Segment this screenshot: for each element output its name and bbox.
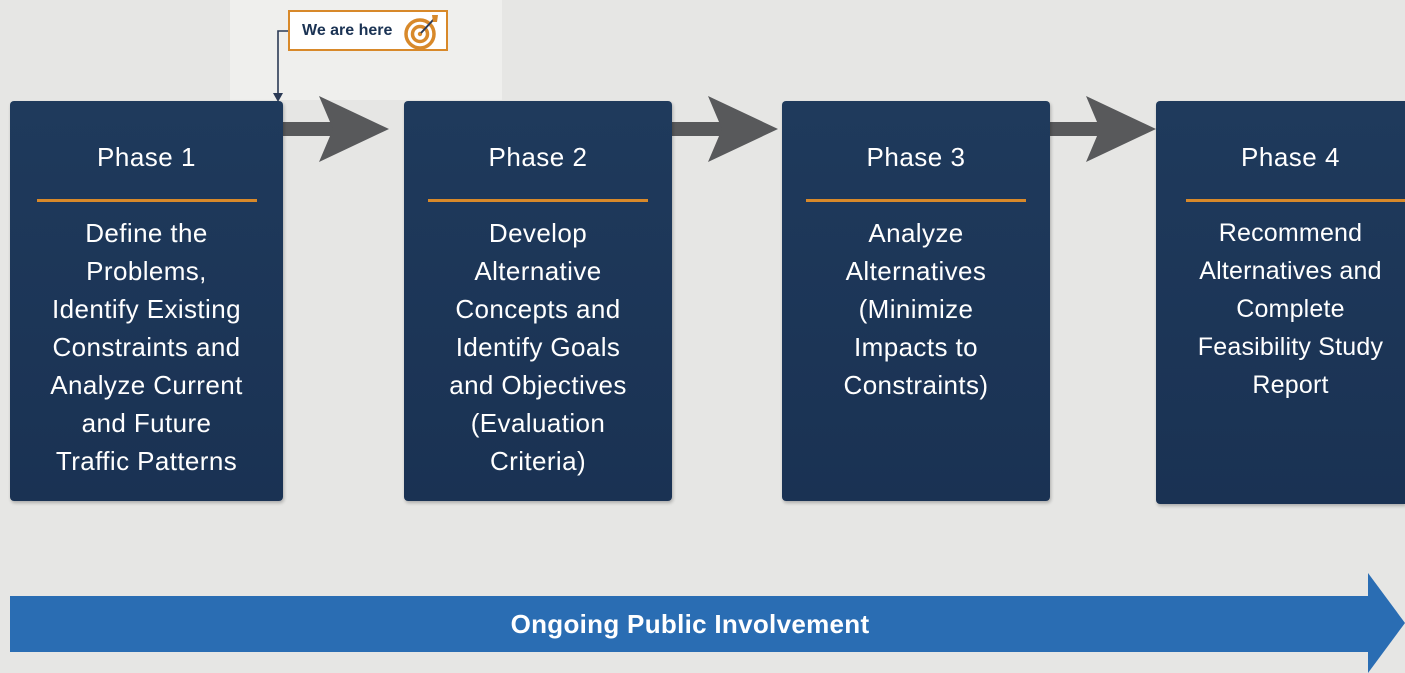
phase-divider: [428, 199, 648, 202]
callout-label: We are here: [302, 21, 393, 39]
phase-title: Phase 4: [1241, 142, 1340, 172]
phase-title: Phase 1: [97, 142, 196, 172]
phase-divider: [36, 199, 257, 202]
arrow-phase3-to-phase4: [1050, 96, 1156, 162]
phase-divider: [1186, 199, 1405, 202]
phase-3-box: Phase 3 Analyze Alternatives (Minimize I…: [782, 101, 1050, 501]
phase-description: Recommend Alternatives and Complete Feas…: [1197, 219, 1384, 399]
arrow-phase2-to-phase3: [672, 96, 778, 162]
phase-title: Phase 2: [488, 142, 588, 172]
phase-4-box: Phase 4 Recommend Alternatives and Compl…: [1156, 101, 1405, 504]
public-involvement-arrow: [10, 573, 1405, 673]
phase-description: Develop Alternative Concepts and Identif…: [449, 218, 627, 476]
phase-description: Analyze Alternatives (Minimize Impacts t…: [843, 218, 989, 400]
target-icon: [404, 15, 438, 50]
arrow-phase1-to-phase2: [283, 96, 389, 162]
phase-title: Phase 3: [866, 142, 966, 172]
phase-divider: [806, 199, 1026, 202]
phase-1-box: Phase 1 Define the Problems, Identify Ex…: [10, 101, 283, 501]
phase-description: Define the Problems, Identify Existing C…: [50, 218, 243, 476]
callout-connector: [273, 30, 290, 102]
public-involvement-label: Ongoing Public Involvement: [510, 609, 870, 639]
we-are-here-callout: We are here: [288, 10, 448, 51]
phase-2-box: Phase 2 Develop Alternative Concepts and…: [404, 101, 672, 501]
